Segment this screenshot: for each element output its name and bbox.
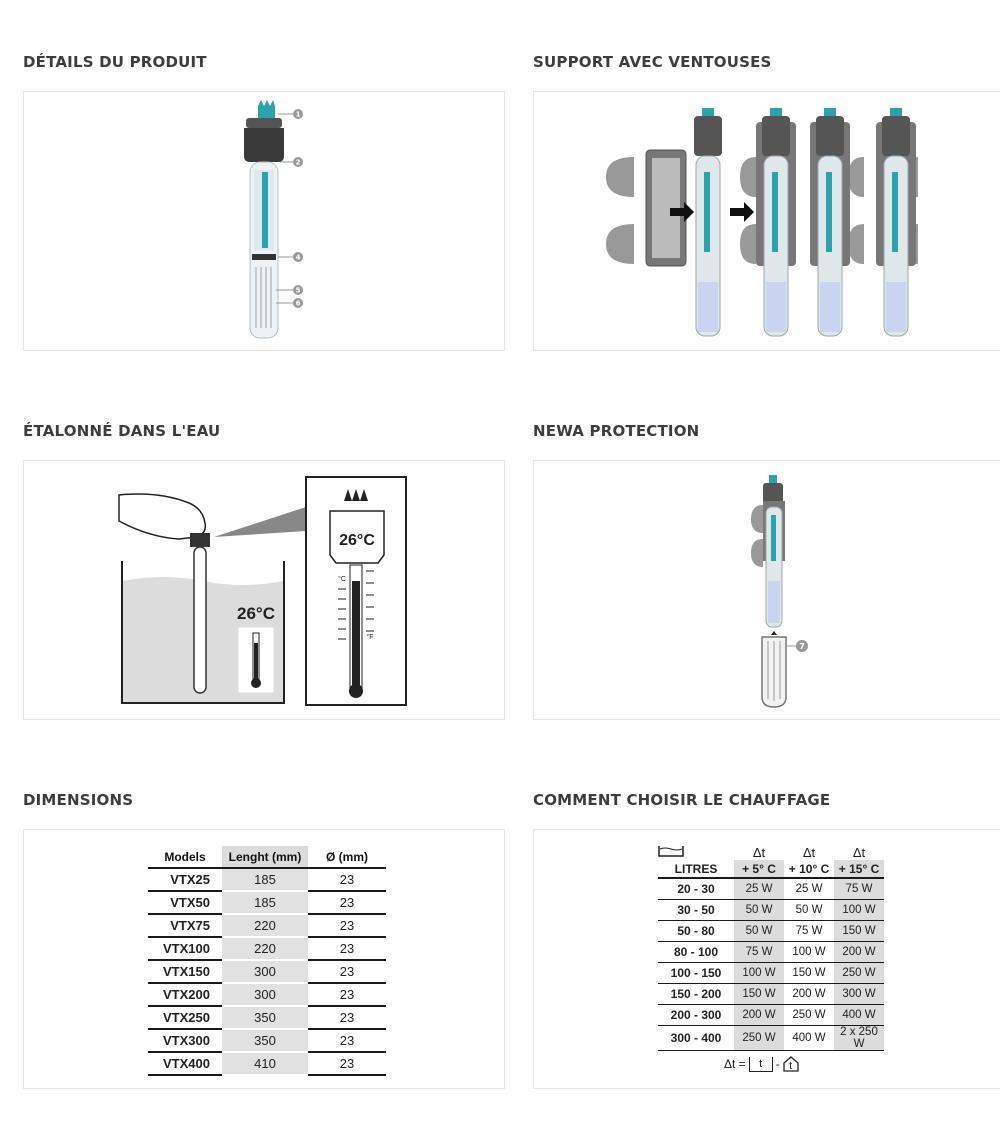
temp-reading-left: 26°C [237, 604, 275, 623]
header-plus15: + 15° C [834, 860, 884, 879]
support-card [533, 91, 1000, 351]
chauffage-card: Δt Δt Δt LITRES + 5° C + 10° C + 15° C 2… [533, 829, 1000, 1089]
knob-icon [258, 100, 275, 118]
header-litres: LITRES [658, 860, 734, 879]
header-plus10: + 10° C [784, 860, 834, 879]
tank-icon [658, 844, 734, 860]
zoom-cone [214, 507, 306, 537]
heater-detail-illustration: 1 2 4 5 6 [244, 100, 303, 339]
callout-4: 4 [296, 254, 301, 262]
section-title-dimensions: DIMENSIONS [23, 791, 134, 809]
header-models: Models [148, 846, 222, 869]
formula-lhs: Δt = [724, 1057, 746, 1071]
etalonne-card: 26°C 26°C °C °F [23, 460, 505, 720]
header-plus5: + 5° C [734, 860, 784, 879]
callout-1: 1 [296, 111, 301, 119]
heater-2 [740, 108, 796, 337]
temp-reading-zoom: 26°C [339, 532, 375, 549]
house-icon: t [783, 1056, 799, 1072]
heater-4 [876, 108, 918, 337]
unit-c: °C [338, 575, 346, 583]
section-title-protection: NEWA PROTECTION [533, 422, 700, 440]
table-header: Models Lenght (mm) Ø (mm) [148, 846, 386, 869]
callout-7: 7 [799, 642, 805, 651]
callout-dot [293, 109, 303, 119]
thermometer-strip [262, 172, 268, 248]
arrow-right-icon [670, 202, 694, 222]
protection-illustration: 7 [751, 475, 808, 708]
knob-icon [769, 475, 777, 485]
bracket-alone [606, 149, 687, 267]
thermometer-icon [251, 678, 261, 688]
hand [118, 493, 207, 540]
delta-5: Δt [752, 844, 766, 860]
section-title-support: SUPPORT AVEC VENTOUSES [533, 53, 772, 71]
delta-row: Δt Δt Δt [658, 844, 884, 860]
formula-tank-temp: t [748, 1056, 773, 1072]
heater-3 [810, 108, 864, 337]
knob-icon [344, 489, 368, 501]
table-header: LITRES + 5° C + 10° C + 15° C [658, 860, 884, 879]
formula-room-temp: t [789, 1060, 793, 1072]
heater-1 [694, 108, 722, 337]
heater-cap [244, 128, 284, 162]
section-title-details: DÉTAILS DU PRODUIT [23, 53, 207, 71]
section-title-etalonne: ÉTALONNÉ DANS L'EAU [23, 422, 221, 440]
callout-2: 2 [296, 159, 301, 167]
delta-formula: Δt = t - t [724, 1056, 799, 1072]
suction-cup-support-illustration [606, 108, 918, 337]
delta-15: Δt [852, 844, 866, 860]
thermometer-bulb [349, 684, 363, 698]
callout-6: 6 [296, 300, 301, 308]
section-title-chauffage: COMMENT CHOISIR LE CHAUFFAGE [533, 791, 831, 809]
tank [121, 561, 285, 704]
calibration-illustration: 26°C 26°C °C °F [118, 476, 407, 706]
unit-f: °F [366, 633, 373, 641]
callout-dot [796, 640, 808, 652]
heater-in-tank [193, 546, 207, 694]
header-diameter: Ø (mm) [308, 846, 386, 869]
delta-10: Δt [802, 844, 816, 860]
formula-minus: - [775, 1057, 780, 1071]
heating-table: Δt Δt Δt LITRES + 5° C + 10° C + 15° C 2… [658, 844, 884, 1051]
callout-5: 5 [296, 287, 301, 295]
arrow-up-icon [771, 631, 777, 635]
protection-card: 7 [533, 460, 1000, 720]
details-card: 1 2 4 5 6 [23, 91, 505, 351]
header-length: Lenght (mm) [222, 846, 308, 869]
cap-top [246, 118, 282, 128]
arrow-right-icon [730, 202, 754, 222]
